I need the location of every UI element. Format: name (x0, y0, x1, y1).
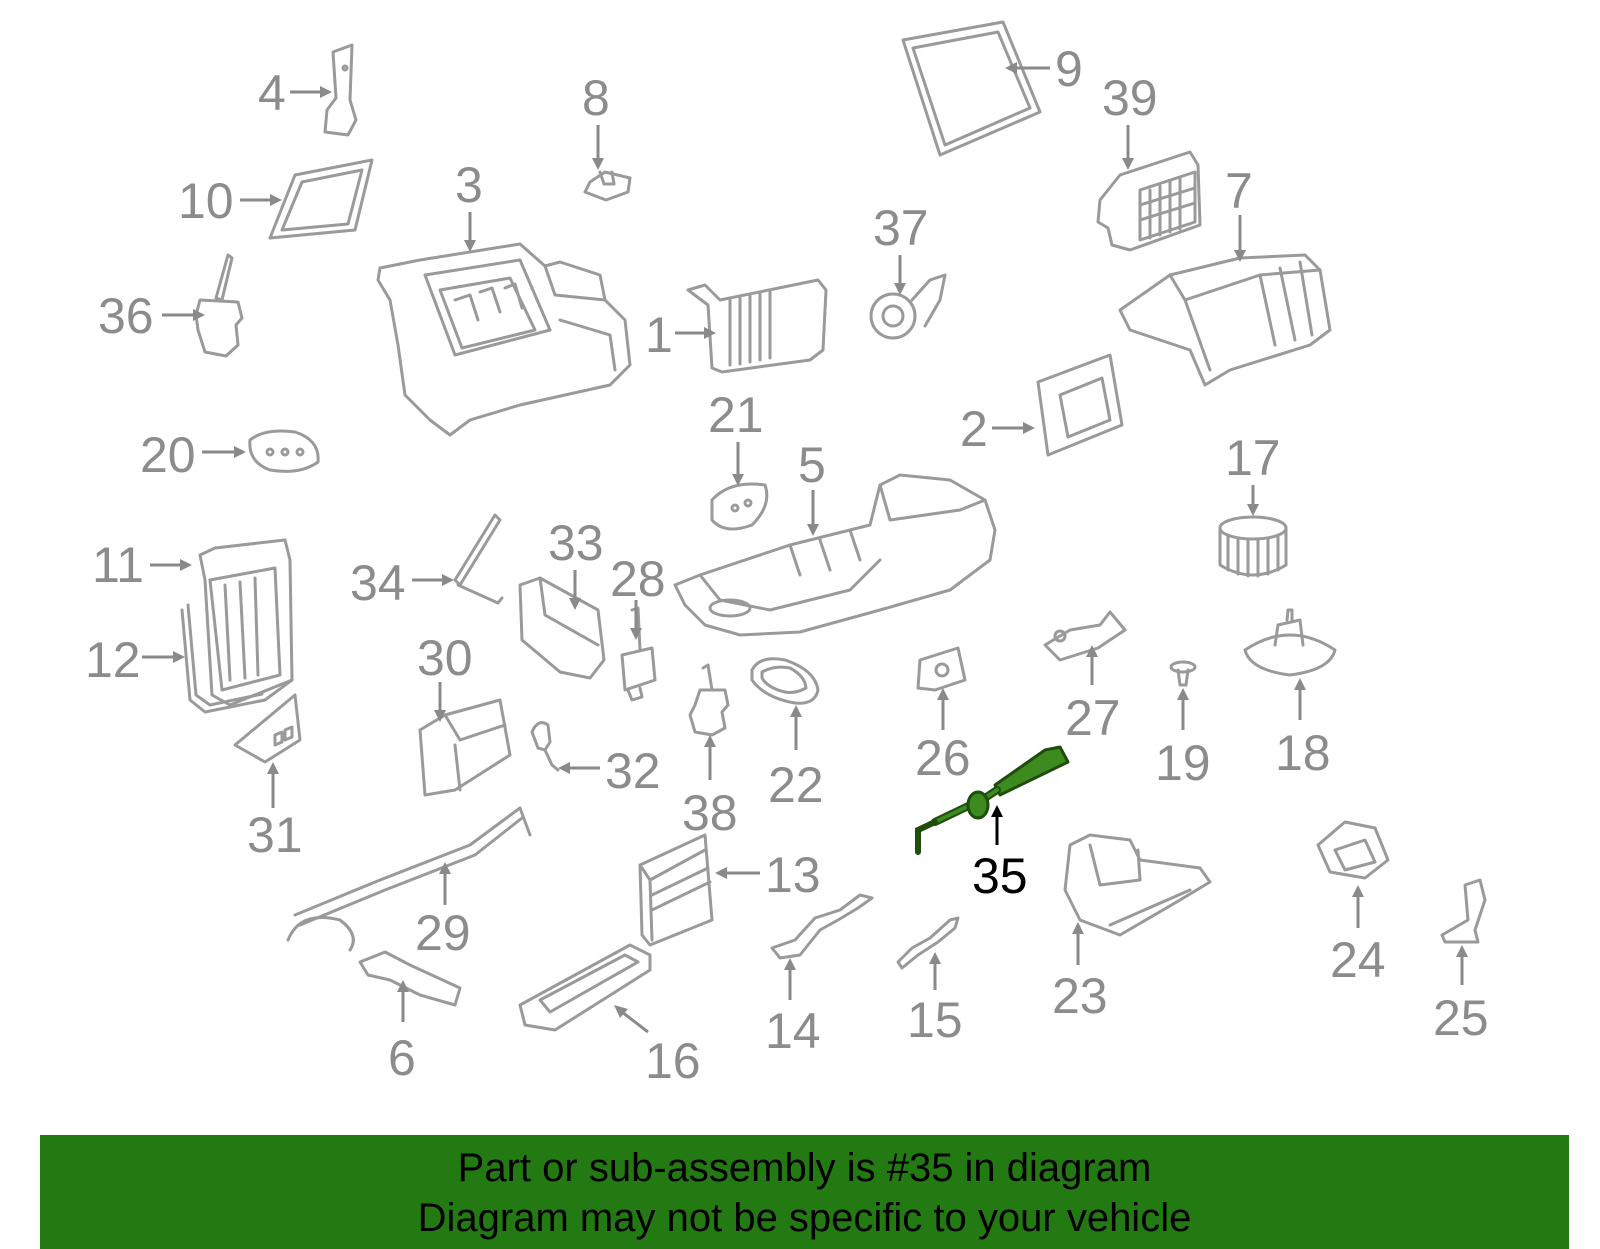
callout-6[interactable]: 6 (388, 1030, 416, 1086)
callout-1[interactable]: 1 (645, 307, 673, 363)
part-13-module (638, 833, 714, 947)
part-39-grille-housing (1096, 150, 1202, 252)
callout-11[interactable]: 11 (92, 537, 144, 593)
callout-36[interactable]: 36 (98, 288, 154, 344)
callout-21[interactable]: 21 (708, 387, 764, 443)
banner-line-disclaimer: Diagram may not be specific to your vehi… (417, 1196, 1192, 1240)
callout-2[interactable]: 2 (960, 401, 988, 457)
part-30-module (418, 698, 512, 797)
callout-10[interactable]: 10 (178, 173, 234, 229)
part-7-duct (1118, 253, 1332, 387)
part-5-lower-case (673, 473, 997, 637)
callout-39[interactable]: 39 (1102, 70, 1158, 126)
callout-38[interactable]: 38 (682, 785, 738, 841)
callout-8[interactable]: 8 (582, 70, 610, 126)
part-35-highlighted-cable[interactable] (915, 745, 1070, 855)
part-24-duct (1316, 820, 1390, 880)
part-9-filter (901, 20, 1042, 157)
part-15-tube (896, 916, 960, 970)
part-12-seal (180, 603, 294, 714)
callout-9[interactable]: 9 (1055, 41, 1083, 97)
callout-29[interactable]: 29 (415, 905, 471, 961)
callout-4[interactable]: 4 (258, 65, 286, 121)
callout-14[interactable]: 14 (765, 1003, 821, 1059)
part-2-door (1036, 353, 1124, 457)
info-banner: Part or sub-assembly is #35 in diagram D… (40, 1135, 1569, 1249)
callout-labels: 4 8 9 39 10 3 7 37 36 1 2 20 21 5 17 11 … (85, 41, 1489, 1089)
callout-35-highlighted[interactable]: 35 (972, 848, 1028, 904)
callout-33[interactable]: 33 (548, 515, 604, 571)
callout-13[interactable]: 13 (765, 847, 821, 903)
leader-arrows (142, 62, 1468, 1034)
part-14-tube (770, 893, 874, 960)
callout-12[interactable]: 12 (85, 632, 141, 688)
callout-24[interactable]: 24 (1330, 932, 1386, 988)
callout-32[interactable]: 32 (605, 743, 661, 799)
callout-17[interactable]: 17 (1225, 430, 1281, 486)
callout-27[interactable]: 27 (1065, 690, 1121, 746)
part-21-gasket (710, 482, 769, 531)
callout-19[interactable]: 19 (1155, 735, 1211, 791)
part-32-connector (530, 721, 560, 772)
part-20-gasket (248, 429, 320, 473)
part-18-blower-motor (1243, 608, 1337, 677)
part-33-module (518, 576, 606, 680)
callout-26[interactable]: 26 (915, 730, 971, 786)
part-31-bracket (233, 693, 302, 764)
part-34-linkage (453, 513, 504, 605)
callout-5[interactable]: 5 (798, 437, 826, 493)
part-25-bracket (1440, 878, 1487, 944)
banner-line-part-number: Part or sub-assembly is #35 in diagram (457, 1146, 1152, 1190)
callout-16[interactable]: 16 (645, 1033, 701, 1089)
part-11-heater-core (198, 538, 294, 707)
part-27-bracket (1043, 610, 1127, 662)
callout-28[interactable]: 28 (610, 551, 666, 607)
part-22-gasket (750, 657, 820, 705)
part-8-clip (583, 170, 632, 202)
callout-15[interactable]: 15 (907, 992, 963, 1048)
part-19-pin (1169, 660, 1197, 687)
part-36-sensor (194, 253, 244, 358)
part-1-evaporator (686, 278, 828, 374)
callout-7[interactable]: 7 (1225, 163, 1253, 219)
part-4-bracket (323, 43, 358, 137)
exploded-parts-diagram: 4 8 9 39 10 3 7 37 36 1 2 20 21 5 17 11 … (85, 20, 1489, 1089)
callout-22[interactable]: 22 (768, 757, 824, 813)
part-16-panel (518, 943, 652, 1032)
part-10-filter (268, 158, 374, 240)
part-17-blower-wheel (1218, 515, 1288, 578)
callout-30[interactable]: 30 (417, 630, 473, 686)
callout-20[interactable]: 20 (140, 427, 196, 483)
part-3-hvac-case (376, 242, 632, 437)
part-29-harness (286, 806, 532, 952)
callout-34[interactable]: 34 (350, 555, 406, 611)
callout-37[interactable]: 37 (873, 200, 929, 256)
part-37-actuator (869, 273, 947, 340)
part-23-duct (1063, 833, 1212, 937)
part-26-clip (916, 646, 967, 692)
part-6-bracket (358, 950, 462, 1007)
callout-23[interactable]: 23 (1052, 968, 1108, 1024)
part-28-sensor (620, 606, 657, 702)
callout-18[interactable]: 18 (1275, 725, 1331, 781)
callout-25[interactable]: 25 (1433, 990, 1489, 1046)
part-38-actuator (688, 663, 730, 737)
callout-3[interactable]: 3 (455, 157, 483, 213)
callout-31[interactable]: 31 (247, 807, 303, 863)
